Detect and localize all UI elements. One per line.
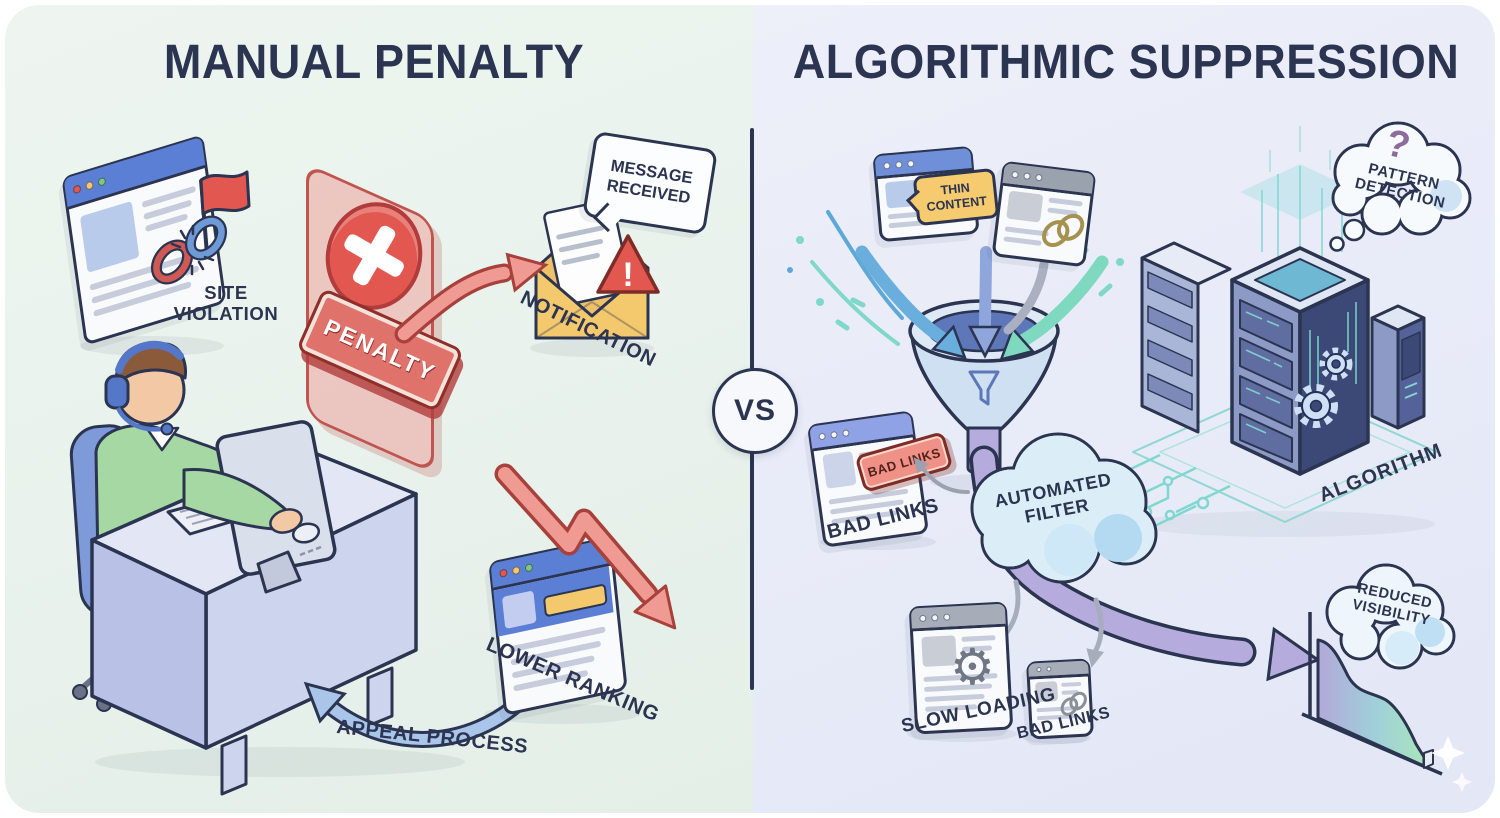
green-dot-icon	[97, 176, 107, 187]
dot-icon	[1011, 170, 1020, 179]
text-line	[1003, 236, 1042, 246]
algorithmic-suppression-panel	[753, 5, 1495, 813]
message-bubble-label: MESSAGE RECEIVED	[605, 156, 694, 208]
dot-icon	[883, 161, 891, 170]
browser-bar	[1028, 660, 1089, 680]
right-title-text: ALGORITHMIC SUPPRESSION	[792, 34, 1460, 89]
red-dot-icon	[499, 568, 508, 579]
content-box	[822, 450, 857, 489]
dot-icon	[1036, 666, 1042, 673]
dot-icon	[895, 160, 903, 169]
dot-icon	[931, 613, 939, 621]
dot-icon	[818, 432, 827, 440]
dot-icon	[943, 612, 951, 621]
dot-icon	[1035, 173, 1043, 182]
text-line	[1061, 681, 1082, 687]
green-dot-icon	[524, 562, 534, 573]
site-violation-label: SITE VIOLATION	[173, 282, 279, 325]
dot-icon	[906, 159, 915, 168]
vs-label: VS	[733, 394, 777, 427]
dot-icon	[1046, 666, 1052, 672]
left-title-text: MANUAL PENALTY	[163, 34, 585, 89]
vs-badge: VS	[712, 368, 798, 454]
thin-content-tag: THIN CONTENT	[905, 167, 1000, 227]
dot-icon	[1023, 171, 1031, 180]
dot-icon	[841, 428, 850, 437]
red-dot-icon	[72, 184, 82, 195]
thin-content-tag-label: THIN CONTENT	[925, 180, 988, 215]
right-title: ALGORITHMIC SUPPRESSION	[752, 34, 1500, 89]
text-line	[1048, 197, 1083, 207]
left-title: MANUAL PENALTY	[0, 34, 748, 89]
dot-icon	[829, 430, 838, 439]
content-box	[501, 590, 537, 630]
content-box	[79, 200, 140, 273]
yellow-dot-icon	[511, 565, 521, 576]
yellow-dot-icon	[85, 180, 94, 191]
linked-pages-browser	[991, 160, 1097, 268]
message-bubble: MESSAGE RECEIVED	[582, 130, 718, 236]
browser-bar	[910, 603, 1006, 632]
dot-icon	[919, 614, 927, 622]
content-box	[1006, 190, 1044, 223]
gear-icon	[950, 642, 995, 692]
